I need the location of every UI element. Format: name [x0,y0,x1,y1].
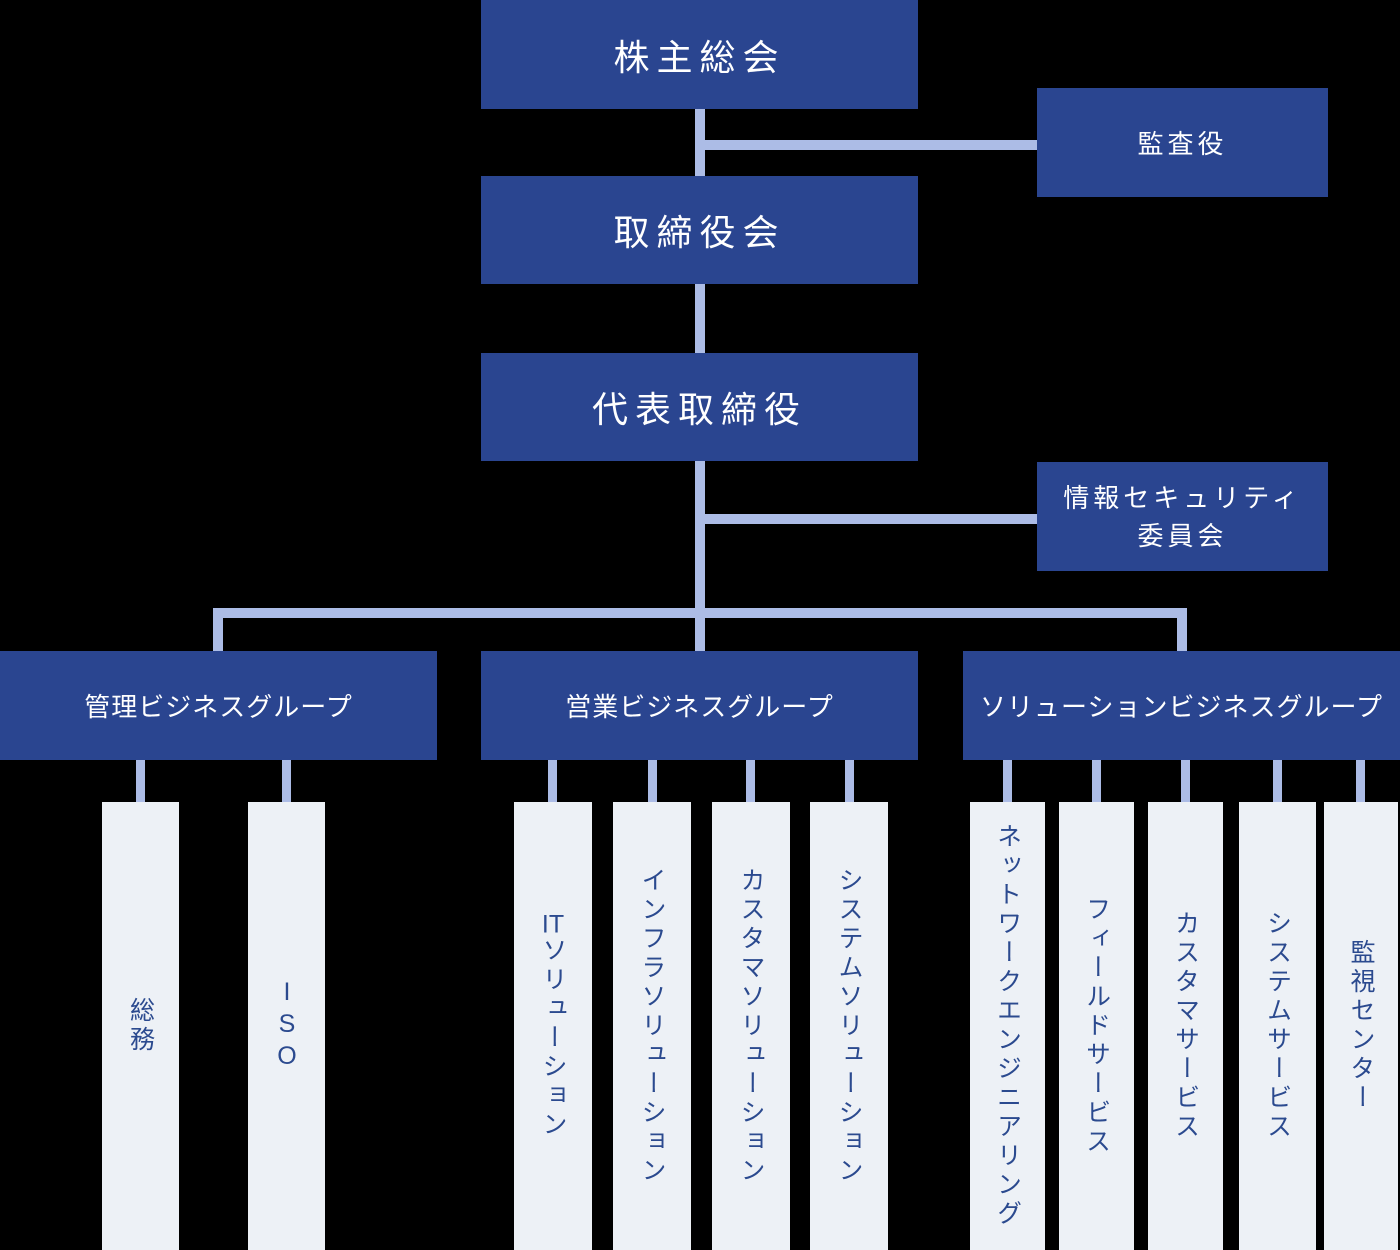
dept-label: ITソリューション [539,912,567,1140]
dept-label: カスタマサービス [1171,910,1200,1142]
dept-label: システムサービス [1263,910,1292,1142]
node-sales-business-group: 営業ビジネスグループ [481,651,918,760]
dept-column-monitoring-center: 監視センター [1324,802,1398,1250]
connector-dept-somu [136,760,145,802]
node-auditor: 監査役 [1037,88,1328,197]
dept-column-system-service: システムサービス [1239,802,1316,1250]
dept-label: 総務 [126,997,155,1055]
dept-column-field-service: フィールドサービス [1059,802,1134,1250]
dept-label: ネットワークエンジニアリング [993,823,1022,1229]
connector-dept-monitoring-center [1356,760,1365,802]
connector-drop-left-group [213,608,223,651]
node-solution-business-group: ソリューションビジネスグループ [963,651,1400,760]
connector-dept-infra-solution [648,760,657,802]
dept-label: インフラソリューション [638,866,666,1186]
connector-security-committee-branch [700,514,1037,524]
node-security-committee: 情報セキュリティ 委員会 [1037,462,1328,571]
dept-column-customer-solution: カスタマソリューション [712,802,790,1250]
dept-column-network-engineering: ネットワークエンジニアリング [970,802,1045,1250]
connector-ceo-to-groups [695,461,705,652]
connector-dept-system-solution [845,760,854,802]
node-admin-business-group: 管理ビジネスグループ [0,651,437,760]
connector-dept-it-solution [548,760,557,802]
dept-column-somu: 総務 [102,802,179,1250]
dept-column-it-solution: ITソリューション [514,802,592,1250]
dept-column-customer-service: カスタマサービス [1148,802,1223,1250]
connector-drop-right-group [1177,608,1187,652]
connector-board-to-ceo [695,284,705,353]
dept-label: カスタマソリューション [737,866,765,1186]
connector-dept-customer-service [1181,760,1190,802]
security-committee-line1: 情報セキュリティ [1063,482,1302,513]
node-board-of-directors: 取締役会 [481,176,918,284]
connector-dept-network-engineering [1003,760,1012,802]
dept-label: ISO [273,978,301,1074]
connector-distribution-bar [213,608,1187,618]
node-representative-director: 代表取締役 [481,353,918,461]
dept-label: システムソリューション [835,866,863,1186]
security-committee-line2: 委員会 [1137,520,1228,551]
dept-column-system-solution: システムソリューション [810,802,888,1250]
connector-dept-system-service [1273,760,1282,802]
connector-dept-customer-solution [746,760,755,802]
dept-label: 監視センター [1347,939,1375,1113]
connector-dept-iso [282,760,291,802]
connector-dept-field-service [1092,760,1101,802]
dept-column-infra-solution: インフラソリューション [613,802,691,1250]
dept-label: フィールドサービス [1082,895,1111,1157]
connector-auditor-branch [700,140,1037,150]
node-shareholders-meeting: 株主総会 [481,0,918,109]
dept-column-iso: ISO [248,802,325,1250]
